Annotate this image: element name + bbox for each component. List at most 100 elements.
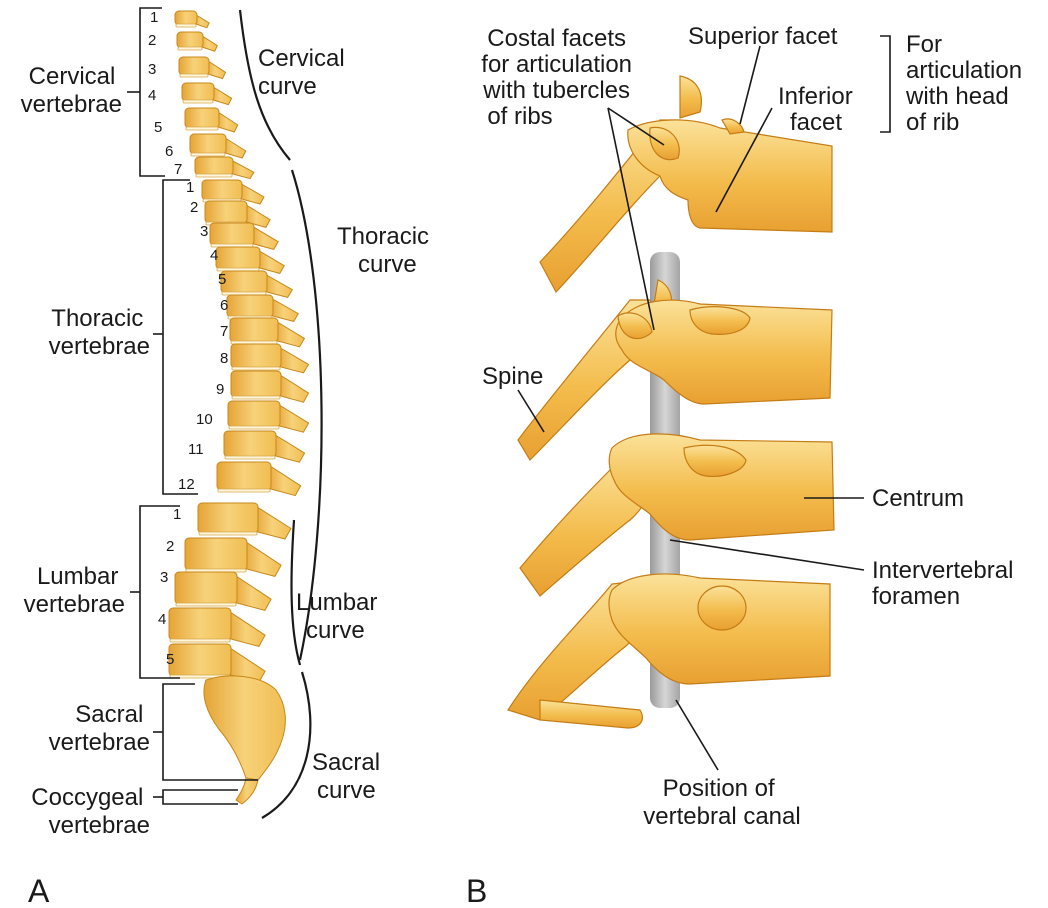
thoracic-vertebra-number-6: 6 (220, 297, 228, 314)
thoracic-vertebra-body-5 (220, 270, 268, 294)
panel-b-leader-lines (517, 35, 891, 771)
cervical-vertebra-number-4: 4 (148, 87, 156, 104)
sacral-curve-label: Sacral curve (312, 749, 387, 804)
costal-facets-label: Costal facets for articulation with tube… (481, 25, 638, 130)
intervertebral-foramen-label: Intervertebral foramen (872, 557, 1020, 610)
thoracic-spinous-process-9 (276, 372, 310, 403)
lumbar-curve-label: Lumbar curve (296, 589, 384, 644)
lumbar-vertebrae-label: Lumbar vertebrae (24, 563, 125, 618)
lumbar-vertebra-body-4 (168, 607, 232, 641)
cervical-disc-2 (177, 46, 203, 51)
thoracic-vertebra-body-11 (223, 430, 277, 458)
lumbar-vertebra-body-3 (174, 571, 238, 605)
thoracic-vertebra-number-9: 9 (216, 381, 224, 398)
thoracic-disc-11 (224, 455, 276, 460)
cervical-vertebra-body-2 (176, 31, 204, 49)
thoracic-vertebrae-label: Thoracic vertebrae (49, 305, 150, 360)
lumbar-vertebra-body-1 (197, 502, 259, 534)
thoracic-vertebra-body-1 (201, 179, 243, 201)
cervical-vertebra-number-2: 2 (148, 32, 156, 49)
cervical-vertebra-number-3: 3 (148, 61, 156, 78)
thoracic-vertebra-2 (517, 279, 833, 461)
lumbar-vertebra-body-2 (184, 537, 248, 571)
thoracic-vertebra-body-7 (229, 317, 279, 343)
cervical-vertebrae-label: Cervical vertebrae (21, 63, 122, 118)
cervical-vertebra-number-7: 7 (174, 161, 182, 178)
cervical-disc-6 (190, 152, 226, 157)
lumbar-vertebra-number-5: 5 (166, 651, 174, 668)
coccygeal-vertebrae-label: Coccygeal vertebrae (31, 784, 150, 839)
thoracic-vertebra-body-6 (226, 294, 274, 318)
thoracic-vertebra-number-8: 8 (220, 350, 228, 367)
for-articulation-label: For articulation with head of rib (905, 31, 1029, 136)
coccyx-illustration (235, 777, 259, 805)
panel-a-letter: A (28, 873, 50, 908)
cervical-vertebra-body-3 (178, 56, 210, 76)
thoracic-vertebra-1 (539, 75, 833, 294)
thoracic-vertebra-body-2 (204, 200, 248, 224)
lumbar-vertebra-number-1: 1 (173, 506, 181, 523)
thoracic-vertebra-number-3: 3 (200, 223, 208, 240)
cervical-disc-5 (185, 126, 219, 131)
cervical-vertebra-body-5 (184, 107, 220, 129)
thoracic-vertebra-number-1: 1 (186, 179, 194, 196)
thoracic-vertebra-body-10 (227, 400, 281, 428)
thoracic-vertebra-3 (519, 433, 835, 597)
thoracic-spinous-process-7 (273, 319, 306, 348)
lumbar-spinous-process-4 (226, 609, 266, 647)
sacral-vertebrae-label: Sacral vertebrae (49, 701, 150, 756)
thoracic-disc-8 (231, 366, 281, 371)
thoracic-vertebra-number-5: 5 (218, 271, 226, 288)
lumbar-spinous-process-3 (232, 573, 272, 611)
lumbar-vertebra-body-5 (168, 643, 232, 677)
thoracic-vertebra-number-12: 12 (178, 476, 195, 493)
thoracic-vertebra-body-9 (230, 370, 282, 398)
cervical-curve-label: Cervical curve (258, 45, 351, 100)
centrum-label: Centrum (872, 485, 964, 512)
region-brackets (127, 7, 258, 805)
thoracic-vertebra-number-10: 10 (196, 411, 213, 428)
lumbar-disc-4 (169, 638, 231, 643)
thoracic-spinous-process-10 (275, 402, 310, 433)
thoracic-disc-12 (217, 488, 271, 493)
lumbar-disc-1 (198, 531, 258, 536)
thoracic-vertebra-number-2: 2 (190, 199, 198, 216)
lumbar-disc-3 (175, 602, 237, 607)
thoracic-vertebra-number-11: 11 (188, 441, 204, 458)
lumbar-vertebra-number-2: 2 (166, 538, 174, 555)
thoracic-vertebra-body-3 (209, 222, 255, 246)
thoracic-vertebra-body-12 (216, 461, 272, 491)
cervical-disc-7 (195, 173, 233, 178)
thoracic-vertebra-4 (507, 573, 831, 729)
lumbar-spinous-process-2 (242, 539, 282, 577)
vertebral-canal-label: Position of vertebral canal (643, 775, 800, 830)
cervical-disc-4 (182, 99, 214, 104)
thoracic-disc-10 (228, 425, 280, 430)
cervical-vertebra-body-7 (194, 156, 234, 176)
cervical-vertebra-body-4 (181, 82, 215, 102)
cervical-vertebra-number-6: 6 (165, 143, 173, 160)
spinal-column-illustration (168, 10, 310, 683)
thoracic-disc-9 (231, 395, 281, 400)
thoracic-vertebra-number-4: 4 (210, 247, 218, 264)
cervical-vertebra-body-6 (189, 133, 227, 155)
cervical-vertebra-body-1 (174, 10, 198, 26)
panel-b-letter: B (466, 873, 487, 908)
cervical-vertebra-number-1: 1 (150, 9, 158, 26)
sacrum-illustration (203, 675, 286, 781)
thoracic-spinous-process-11 (271, 432, 306, 463)
thoracic-spinous-process-8 (276, 345, 310, 374)
superior-facet-label: Superior facet (688, 23, 838, 50)
cervical-disc-3 (179, 73, 209, 78)
thoracic-vertebra-body-4 (215, 246, 261, 270)
inferior-facet-label: Inferior facet (778, 83, 859, 136)
thoracic-curve-label: Thoracic curve (337, 223, 436, 278)
spine-label: Spine (482, 363, 543, 390)
thoracic-spinous-process-12 (266, 463, 302, 497)
lumbar-spinous-process-1 (253, 504, 292, 540)
curve-arcs (238, 9, 323, 819)
thoracic-vertebra-number-7: 7 (220, 323, 228, 340)
